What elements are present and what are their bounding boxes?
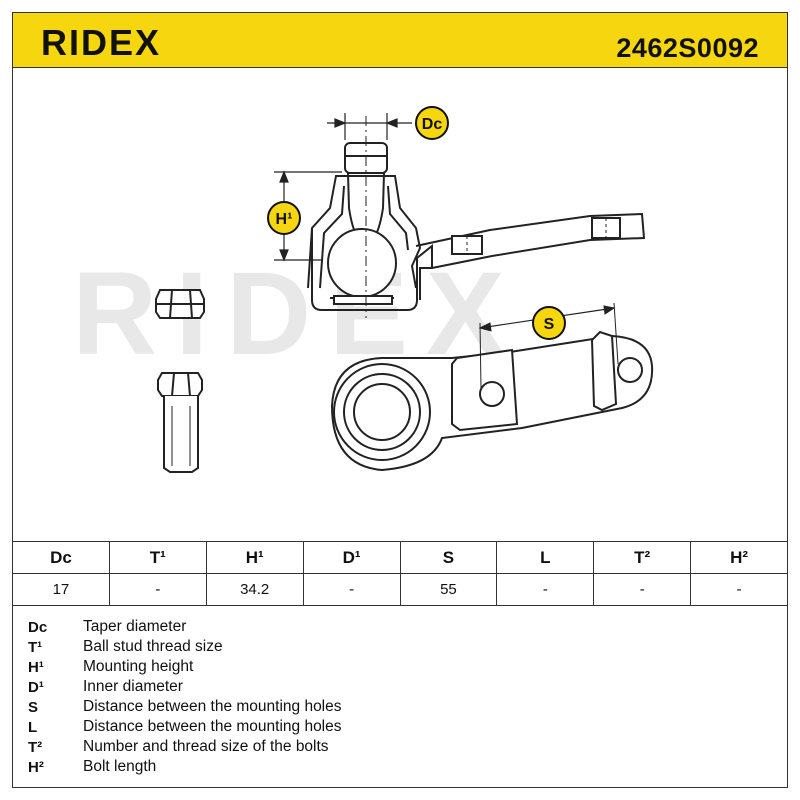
legend-desc: Distance between the mounting holes <box>83 698 342 715</box>
legend-desc: Bolt length <box>83 758 157 775</box>
legend-item: T² Number and thread size of the bolts <box>28 737 588 757</box>
legend: Dc Taper diameter T¹ Ball stud thread size… <box>28 617 588 777</box>
value-t1: - <box>108 573 207 606</box>
legend-code: Dc <box>28 618 48 636</box>
svg-text:Dc: Dc <box>422 116 443 133</box>
spec-table: Dc T¹ H¹ D¹ S L T² H² 17 - 34.2 - 55 - -… <box>12 541 788 606</box>
col-header-t1: T¹ <box>108 541 207 574</box>
legend-code: S <box>28 698 39 716</box>
legend-desc: Number and thread size of the bolts <box>83 738 329 755</box>
legend-desc: Mounting height <box>83 658 194 675</box>
dc-dimension <box>327 113 412 140</box>
col-header-t2: T² <box>593 541 692 574</box>
col-header-d1: D¹ <box>302 541 401 574</box>
legend-item: H¹ Mounting height <box>28 657 588 677</box>
svg-text:H¹: H¹ <box>276 211 293 228</box>
legend-item: S Distance between the mounting holes <box>28 697 588 717</box>
legend-code: D¹ <box>28 678 44 696</box>
value-s: 55 <box>399 573 498 606</box>
value-dc: 17 <box>12 573 110 606</box>
value-t2: - <box>593 573 692 606</box>
legend-code: T¹ <box>28 638 43 656</box>
legend-desc: Taper diameter <box>83 618 187 635</box>
legend-desc: Ball stud thread size <box>83 638 223 655</box>
spec-value-row: 17 - 34.2 - 55 - - - <box>12 573 788 606</box>
value-h1: 34.2 <box>205 573 304 606</box>
legend-code: H¹ <box>28 658 44 676</box>
technical-drawing: RIDEX <box>72 106 654 473</box>
bolt <box>157 372 203 473</box>
col-header-s: S <box>399 541 498 574</box>
s-callout: S <box>532 306 566 340</box>
svg-text:S: S <box>544 316 555 333</box>
legend-item: T¹ Ball stud thread size <box>28 637 588 657</box>
legend-item: H² Bolt length <box>28 757 588 777</box>
legend-code: T² <box>28 738 43 756</box>
value-l: - <box>496 573 595 606</box>
legend-item: Dc Taper diameter <box>28 617 588 637</box>
legend-code: H² <box>28 758 44 776</box>
part-number: 2462S0092 <box>616 33 759 63</box>
ridex-logo: RIDEX <box>41 27 161 57</box>
header-bar: RIDEX 2462S0092 <box>12 12 788 68</box>
legend-item: L Distance between the mounting holes <box>28 717 588 737</box>
h1-callout: H¹ <box>267 201 301 235</box>
svg-text:RIDEX: RIDEX <box>41 27 161 57</box>
col-header-h1: H¹ <box>205 541 304 574</box>
col-header-h2: H² <box>690 541 788 574</box>
pitman-arm <box>330 302 654 472</box>
dc-callout: Dc <box>415 106 449 140</box>
nut <box>155 289 205 319</box>
legend-code: L <box>28 718 38 736</box>
value-h2: - <box>690 573 788 606</box>
spec-header-row: Dc T¹ H¹ D¹ S L T² H² <box>12 541 788 574</box>
value-d1: - <box>302 573 401 606</box>
legend-desc: Inner diameter <box>83 678 183 695</box>
legend-item: D¹ Inner diameter <box>28 677 588 697</box>
col-header-dc: Dc <box>12 541 110 574</box>
col-header-l: L <box>496 541 595 574</box>
legend-desc: Distance between the mounting holes <box>83 718 342 735</box>
ball-joint <box>307 116 646 318</box>
